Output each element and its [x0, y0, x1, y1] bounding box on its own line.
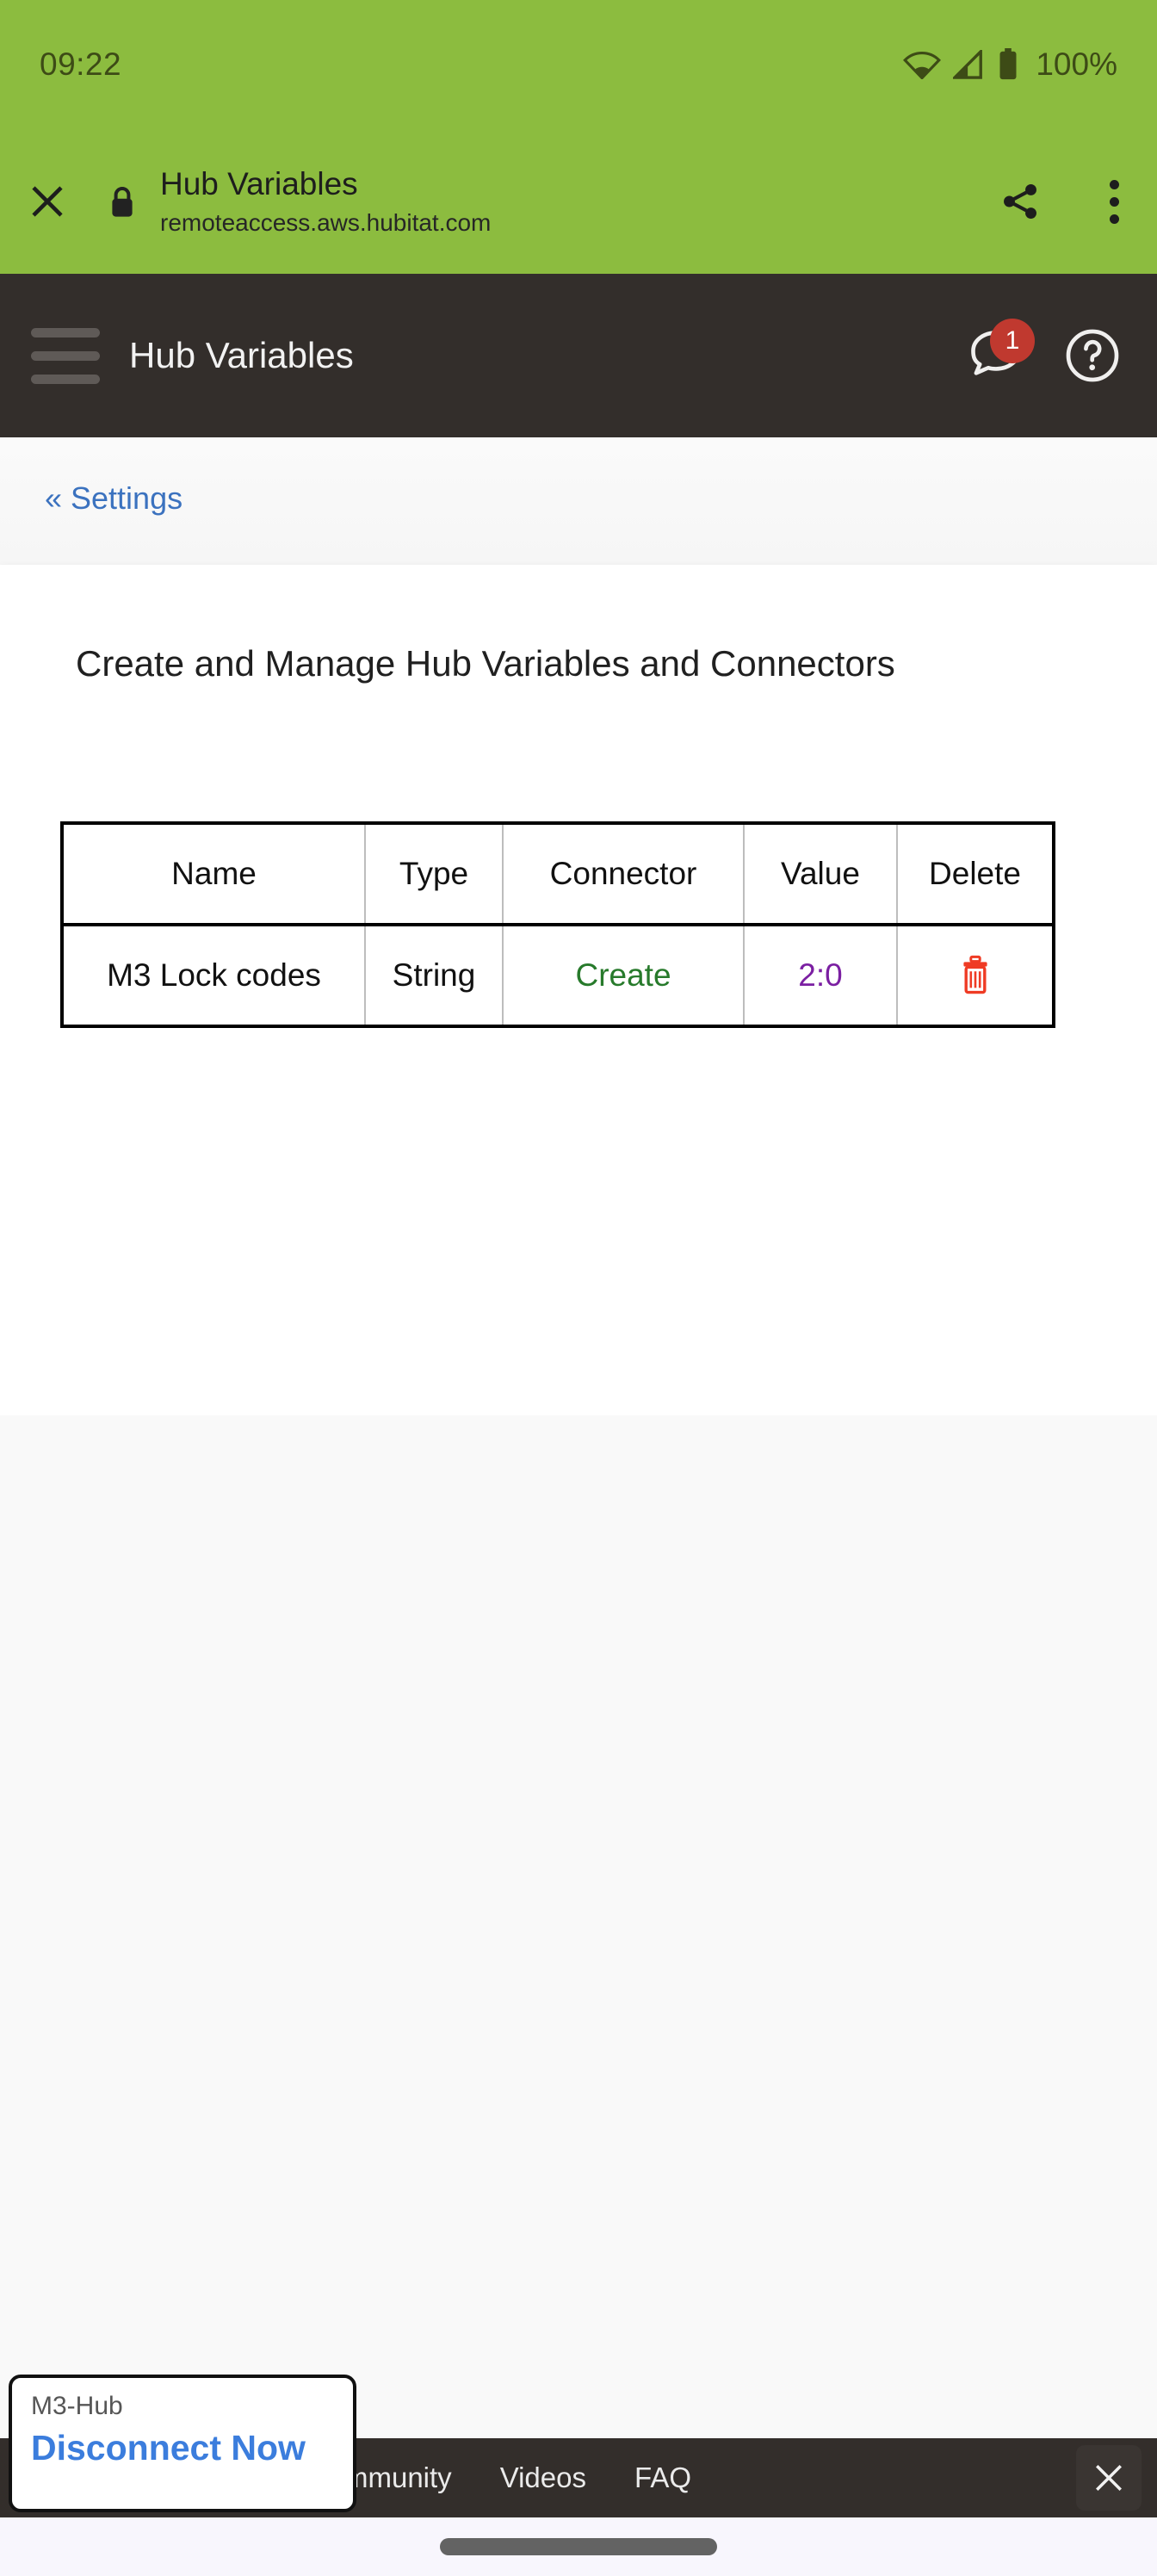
status-bar-clock: 09:22 [40, 46, 122, 82]
disconnect-now-link[interactable]: Disconnect Now [31, 2427, 306, 2468]
footer-links: mmunity Videos FAQ [0, 2461, 691, 2494]
footer-link-community[interactable]: mmunity [344, 2461, 452, 2493]
tab-url: remoteaccess.aws.hubitat.com [160, 208, 492, 236]
notification-badge: 1 [990, 319, 1035, 363]
content-heading: Create and Manage Hub Variables and Conn… [76, 643, 895, 684]
table-header: Name Type Connector Value Delete [62, 823, 1054, 925]
footer-link-faq[interactable]: FAQ [634, 2461, 692, 2493]
column-header-value: Value [743, 823, 898, 925]
column-header-delete: Delete [896, 823, 1054, 925]
battery-icon [998, 48, 1018, 81]
help-circle-icon[interactable] [1062, 325, 1123, 386]
cell-variable-type: String [364, 925, 504, 1026]
android-gesture-bar [0, 2517, 1157, 2576]
hamburger-menu-icon[interactable] [28, 327, 103, 384]
column-header-name: Name [62, 823, 366, 925]
disconnect-popup: M3-Hub Disconnect Now [9, 2375, 356, 2512]
notifications-button[interactable]: 1 [964, 319, 1035, 387]
cell-variable-name: M3 Lock codes [62, 925, 366, 1026]
cell-connector[interactable]: Create [502, 925, 745, 1026]
table-body: M3 Lock codes String Create 2:0 [62, 925, 1054, 1026]
wifi-icon [903, 50, 942, 79]
footer-link-videos[interactable]: Videos [499, 2461, 586, 2493]
home-gesture-handle[interactable] [440, 2538, 717, 2555]
app-header: Hub Variables 1 [0, 274, 1157, 437]
column-header-type: Type [364, 823, 504, 925]
lock-icon [95, 184, 150, 219]
cell-value[interactable]: 2:0 [743, 925, 898, 1026]
tab-title: Hub Variables [160, 166, 358, 202]
trash-icon[interactable] [958, 955, 993, 1003]
status-bar-icons: 100% [903, 46, 1117, 83]
battery-percentage: 100% [1036, 46, 1117, 82]
create-connector-link[interactable]: Create [575, 957, 671, 993]
content-card: Create and Manage Hub Variables and Conn… [0, 565, 1157, 1694]
page-background [0, 1415, 1157, 2452]
column-header-connector: Connector [502, 823, 745, 925]
breadcrumb-bar: « Settings [0, 437, 1157, 565]
cell-delete[interactable] [896, 925, 1054, 1026]
browser-custom-tab-toolbar: Hub Variables remoteaccess.aws.hubitat.c… [0, 129, 1157, 274]
hub-variables-table: Name Type Connector Value Delete M3 Lock… [60, 821, 1055, 1028]
cellular-signal-icon [953, 50, 986, 79]
hub-name-label: M3-Hub [31, 2392, 123, 2420]
page-title: Hub Variables [129, 335, 354, 375]
table-row: M3 Lock codes String Create 2:0 [62, 925, 1054, 1026]
table-header-row: Name Type Connector Value Delete [62, 823, 1054, 925]
close-tab-button[interactable] [0, 181, 95, 222]
variable-value-link[interactable]: 2:0 [798, 957, 843, 993]
more-vertical-icon[interactable] [1071, 179, 1157, 224]
status-bar: 09:22 100% [0, 0, 1157, 129]
share-icon[interactable] [969, 180, 1071, 223]
tab-title-and-url[interactable]: Hub Variables remoteaccess.aws.hubitat.c… [150, 165, 969, 237]
app-header-actions: 1 [964, 319, 1123, 387]
footer-close-button[interactable] [1076, 2445, 1142, 2511]
breadcrumb-settings-link[interactable]: « Settings [45, 480, 183, 516]
